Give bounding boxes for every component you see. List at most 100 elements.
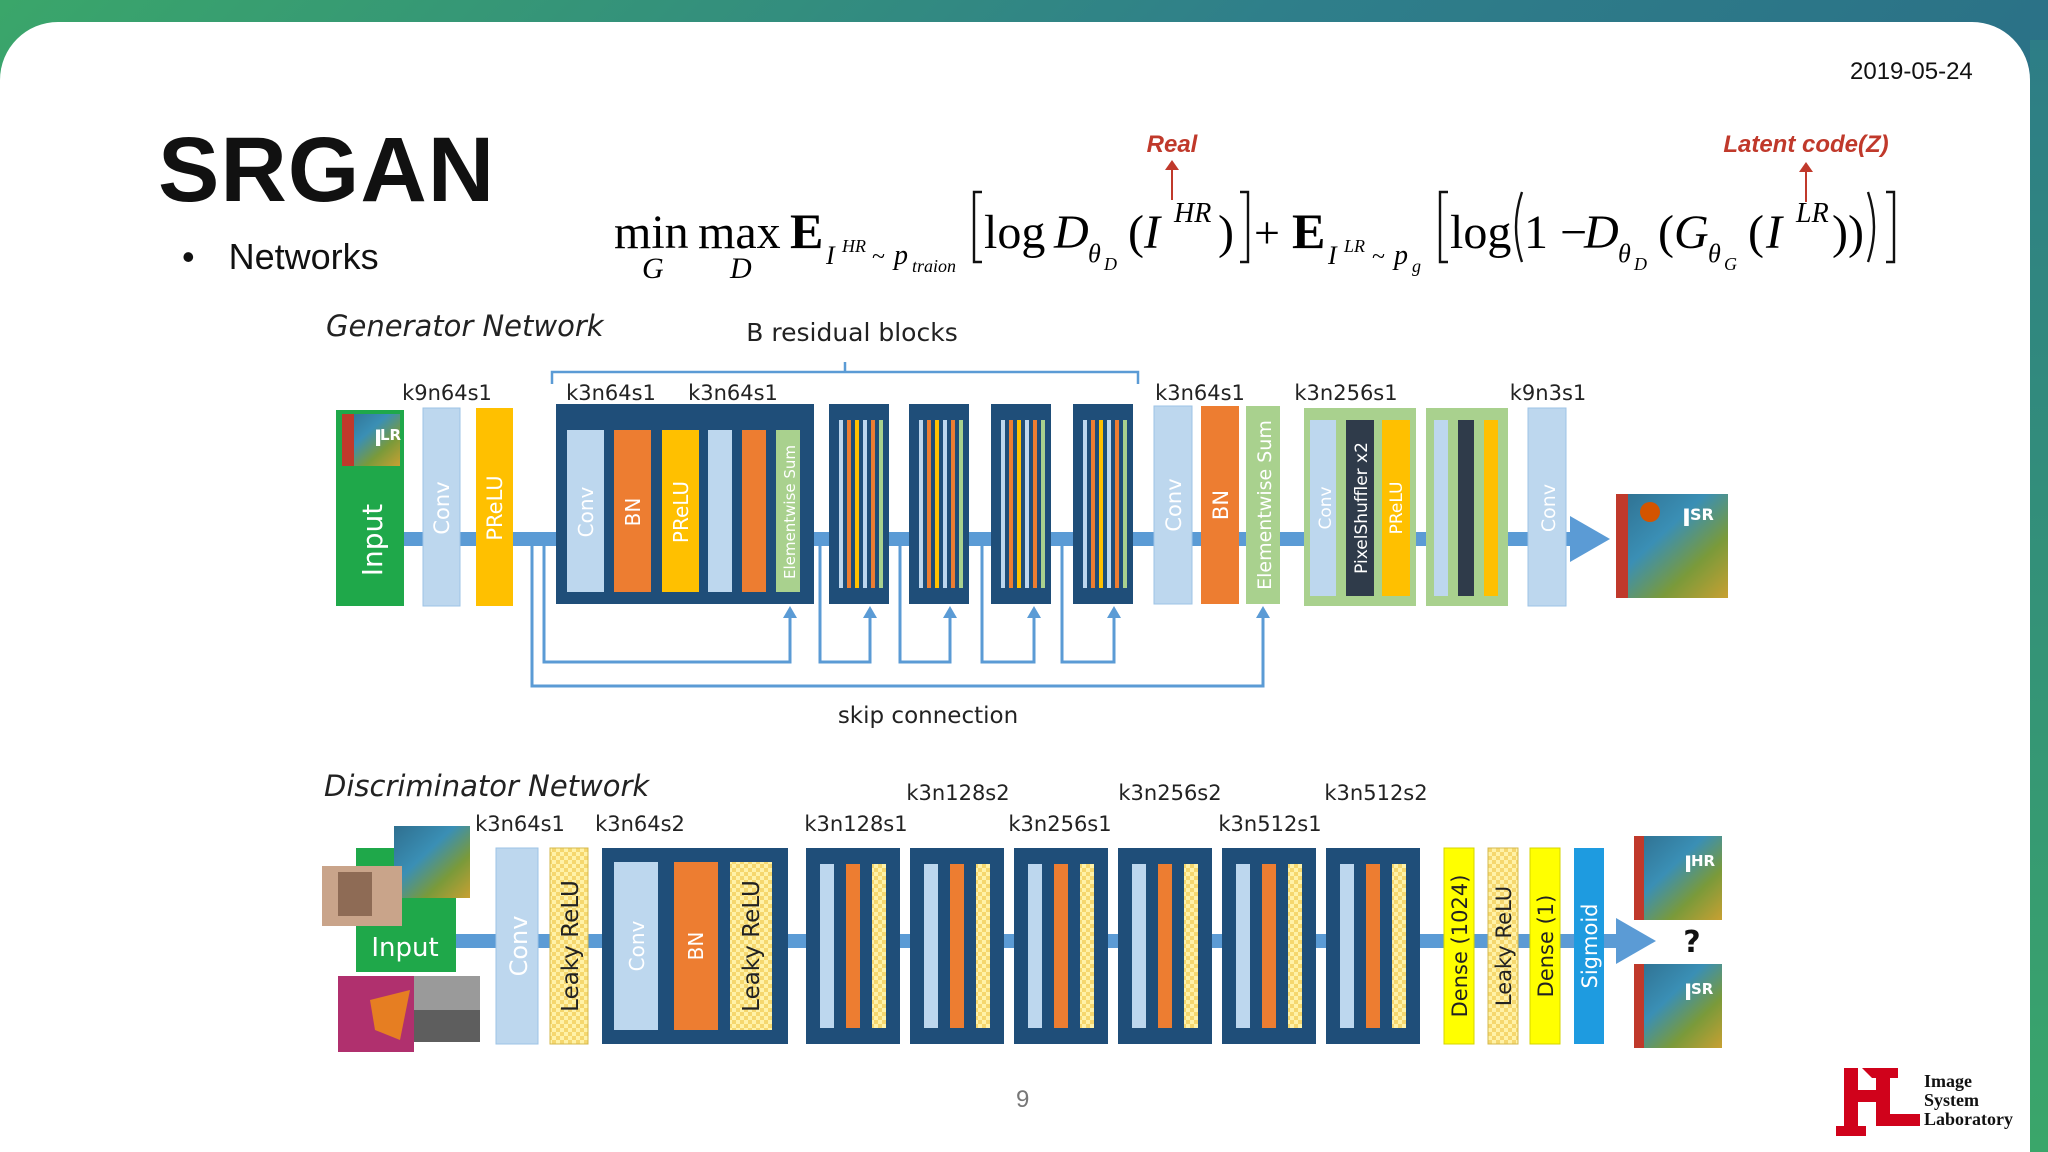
gen-klabel-1: k9n64s1 <box>402 381 492 405</box>
disc-block-2 <box>806 848 900 1044</box>
gen-up1-prelu <box>1382 420 1410 596</box>
gen-klabel-3: k3n64s1 <box>688 381 778 405</box>
eq-theta-1: θ <box>1088 239 1101 268</box>
disc-conv-1-label: Conv <box>505 916 533 977</box>
skip-arrowheads <box>783 606 1270 618</box>
gen-conv-final <box>1527 407 1567 607</box>
disc-block-4 <box>1014 848 1108 1044</box>
disc-input-img-mandrill <box>394 826 470 898</box>
gen-conv-2 <box>1153 405 1193 605</box>
disc-input-img-portrait-fill <box>338 872 372 916</box>
disc-block-conv <box>614 862 658 1030</box>
eq-sub2-I: I <box>1327 241 1338 270</box>
gen-res-conv-b <box>708 430 732 592</box>
gen-elementwise-2-label: Elementwise Sum <box>1254 420 1276 590</box>
eq-expectation-1: E <box>790 203 823 259</box>
gen-up1-pixelshuffler-label: PixelShuffler x2 <box>1352 442 1372 574</box>
bullet-item: •Networks <box>182 236 379 278</box>
gen-res-conv-a <box>567 430 604 592</box>
gen-res-prelu <box>662 430 699 592</box>
gen-klabel-2: k3n64s1 <box>566 381 656 405</box>
gen-res-elementwise <box>776 430 800 592</box>
gen-up1-conv <box>1310 420 1336 596</box>
disc-out-hr-edge <box>1634 836 1644 920</box>
eq-sub1-I: I <box>825 241 836 270</box>
eq-min: min <box>614 206 689 259</box>
eq-sub1-p: p <box>892 240 908 271</box>
eq-close-parens: )) <box>1832 206 1864 259</box>
disc-dense-1024-label: Dense (1024) <box>1448 875 1472 1018</box>
eq-theta-sub-2: D <box>1633 254 1647 274</box>
eq-log-2: log <box>1450 206 1511 259</box>
eq-log-1: log <box>984 206 1045 259</box>
eq-sub1-tilde: ~ <box>872 244 885 270</box>
eq-bracket-close-2 <box>1886 190 1896 264</box>
gen-input-img-label: I <box>374 427 382 452</box>
gen-resblock-3 <box>909 404 969 604</box>
lab-logo-line-2: System <box>1924 1090 1979 1110</box>
gen-input-label: Input <box>356 504 389 577</box>
eq-bigparen-open <box>1514 191 1524 263</box>
gen-input-img-sup: LR <box>380 426 402 444</box>
generator-title: Generator Network <box>326 309 605 343</box>
eq-theta-3: θ <box>1708 239 1721 268</box>
eq-D-2: D <box>1583 206 1619 259</box>
eq-sub2-sup: LR <box>1343 236 1365 256</box>
disc-klabel-low-2: k3n64s2 <box>595 812 685 836</box>
disc-out-sr-edge <box>1634 964 1644 1048</box>
bullet-dot: • <box>182 236 195 277</box>
disc-dense-1 <box>1529 847 1561 1045</box>
gen-resblocks-compact <box>829 404 1133 604</box>
gen-up1-prelu-label: PReLU <box>1387 482 1407 535</box>
gen-conv-1 <box>422 407 461 607</box>
latent-arrowhead <box>1799 162 1813 172</box>
gen-res-conv-a-label: Conv <box>574 486 598 537</box>
eq-paren-open-2: ( <box>1658 206 1674 259</box>
gen-up2-prelu <box>1484 420 1498 596</box>
gen-res-elementwise-label: Elementwise Sum <box>781 445 799 579</box>
eq-expectation-2: E <box>1292 203 1325 259</box>
gen-up2-pixelshuffler <box>1458 420 1474 596</box>
disc-block-conv-label: Conv <box>625 920 649 971</box>
eq-bracket-open-1 <box>972 190 982 264</box>
disc-input-img-butterfly <box>370 990 410 1040</box>
gen-elementwise-2 <box>1246 406 1280 604</box>
annotation-real: Real <box>1147 131 1199 158</box>
disc-out-sr-label: I <box>1684 981 1692 1006</box>
gen-bn-2-label: BN <box>1209 490 1233 520</box>
eq-sub1-psub: traion <box>912 256 956 276</box>
gen-resblock-5 <box>1073 404 1133 604</box>
residual-blocks-label: B residual blocks <box>746 318 957 347</box>
lab-logo-text: Image System Laboratory <box>1924 1072 2013 1129</box>
disc-sigmoid <box>1574 848 1604 1044</box>
eq-D-1: D <box>1053 206 1089 259</box>
disc-out-sr-sup: SR <box>1691 980 1714 998</box>
gen-klabel-5: k3n256s1 <box>1294 381 1397 405</box>
disc-klabel-low-1: k3n64s1 <box>475 812 565 836</box>
disc-block-bn <box>674 862 718 1030</box>
disc-klabel-low-4: k3n256s1 <box>1008 812 1111 836</box>
eq-one-minus: 1 − <box>1524 206 1587 259</box>
disc-dense-1-label: Dense (1) <box>1534 895 1558 998</box>
gen-output-sr-image <box>1616 494 1728 598</box>
slide-title: SRGAN <box>158 119 496 221</box>
annotation-latent: Latent code(Z) <box>1723 131 1888 158</box>
gen-conv-final-label: Conv <box>1538 484 1560 532</box>
disc-klabel-high-2: k3n256s2 <box>1118 781 1221 805</box>
eq-plus: + <box>1254 207 1280 258</box>
eq-bracket-close-1 <box>1240 190 1250 264</box>
disc-dense-1024 <box>1443 847 1475 1045</box>
gen-resblock-2 <box>829 404 889 604</box>
gen-output-img-sup: SR <box>1690 505 1714 524</box>
eq-sub1-sup: HR <box>841 236 866 256</box>
discriminator-title: Discriminator Network <box>324 769 650 803</box>
disc-leaky-1 <box>549 847 589 1045</box>
lab-logo-mark <box>1836 1068 1920 1136</box>
disc-input-label: Input <box>371 933 438 963</box>
disc-input-img-boat-water <box>414 1010 480 1042</box>
gen-res-bn-b <box>742 430 766 592</box>
lab-logo-line-3: Laboratory <box>1924 1109 2013 1129</box>
disc-block-leaky <box>730 862 772 1030</box>
gen-up1-pixelshuffler <box>1346 420 1374 596</box>
